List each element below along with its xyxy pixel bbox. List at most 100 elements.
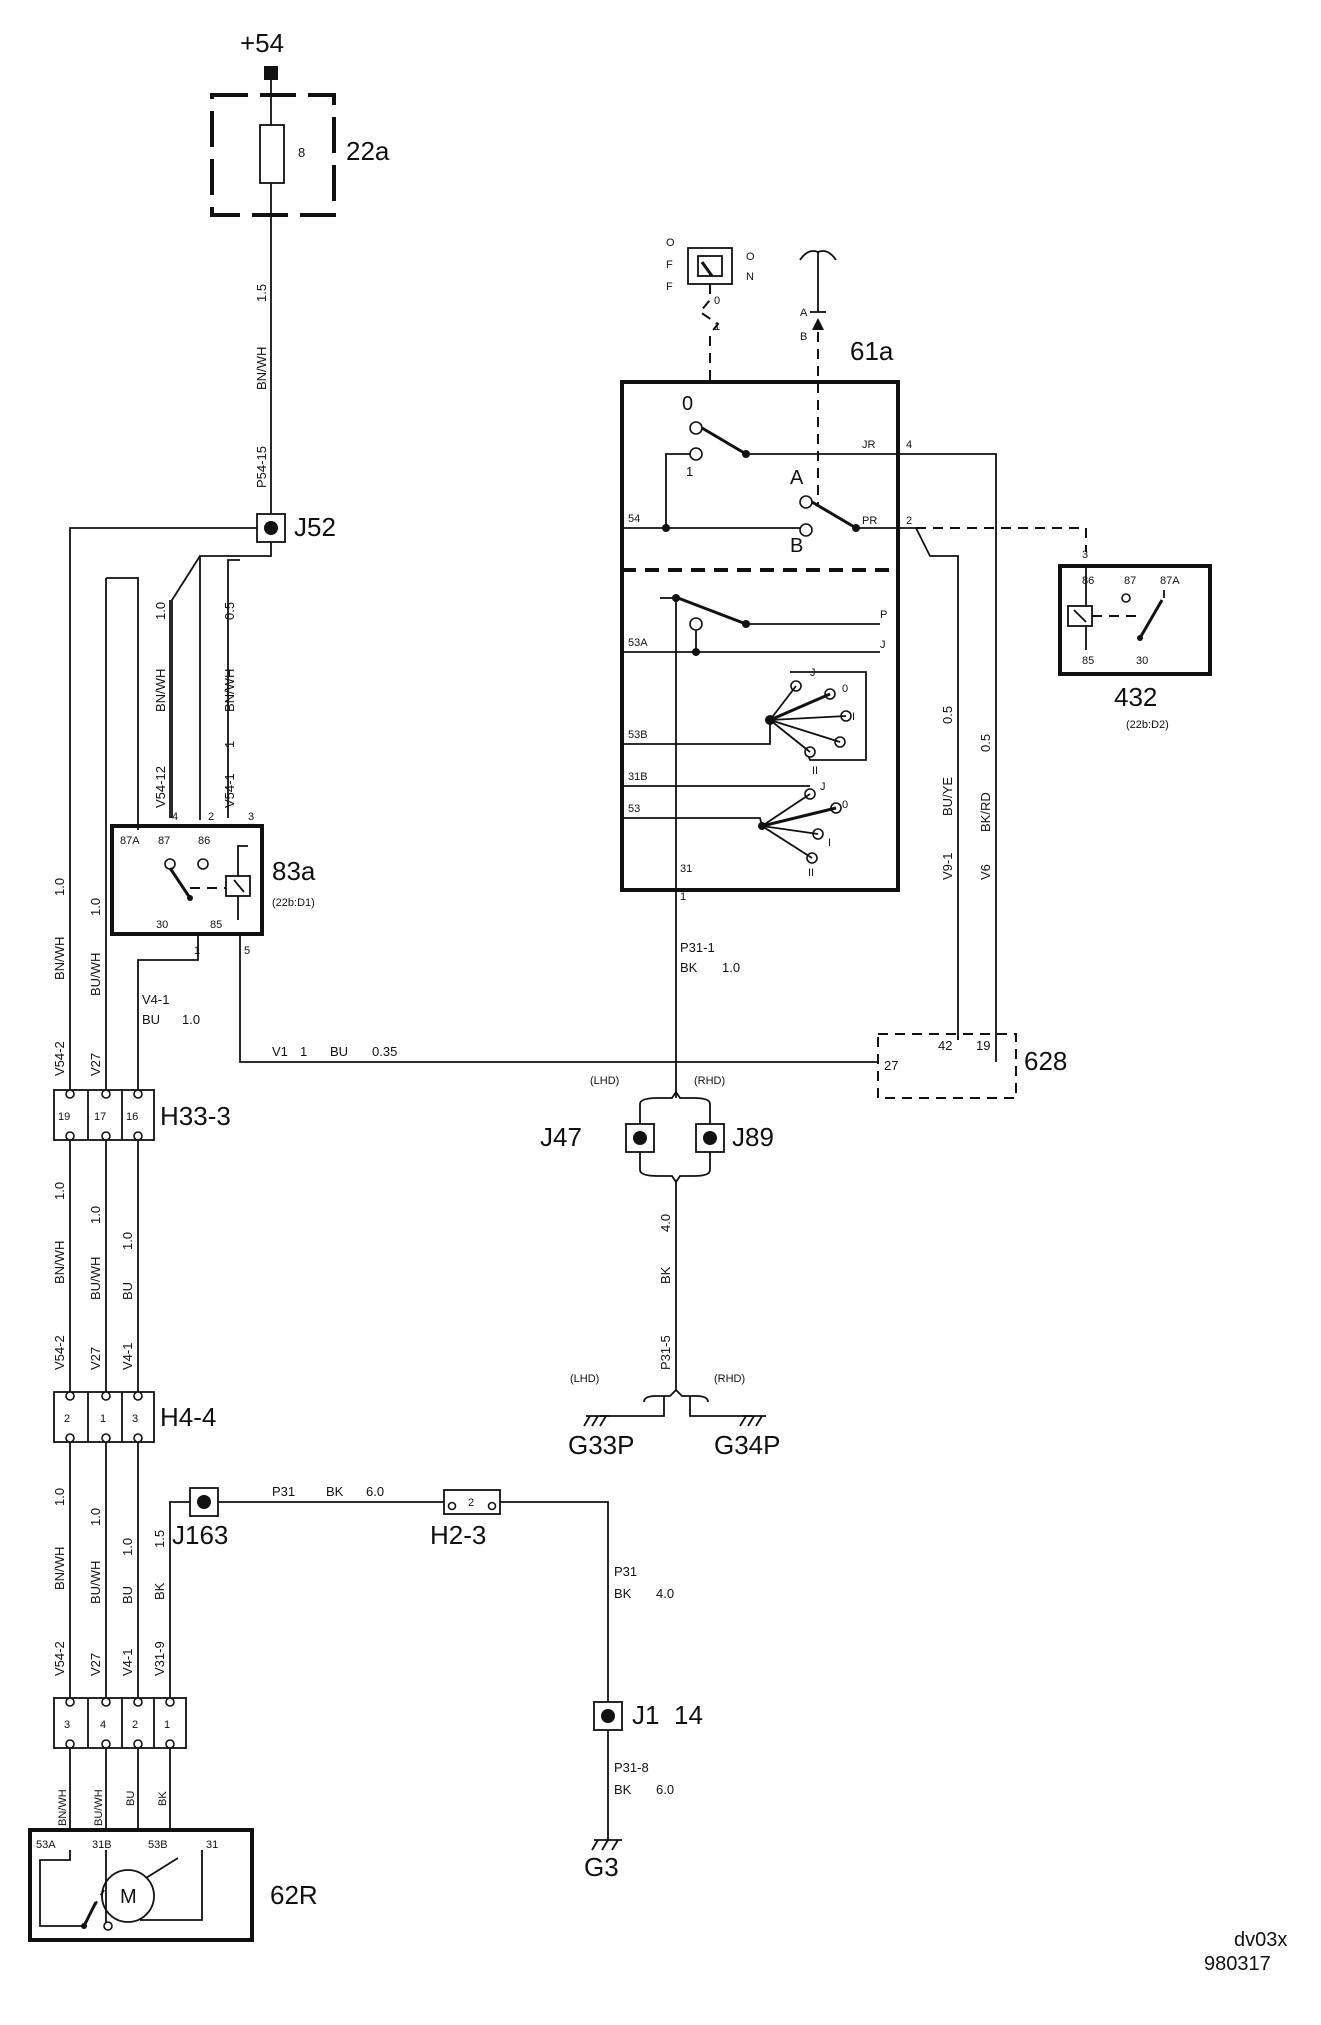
wire-p31-top-color: BK xyxy=(326,1484,344,1499)
connector-motor-4pin: 3 4 2 1 xyxy=(53,1697,187,1749)
wire-l2-id: V27 xyxy=(88,1653,103,1676)
antenna-icon: A B xyxy=(799,250,837,506)
off-f2: F xyxy=(666,281,673,293)
h4-pin-a: 2 xyxy=(64,1413,70,1425)
relay-83a-t1: 1 xyxy=(194,945,200,957)
module-628-p27: 27 xyxy=(884,1058,898,1073)
antenna-b: B xyxy=(800,331,807,343)
relay-432-label: 432 xyxy=(1114,682,1157,712)
sw-out4: 4 xyxy=(906,439,912,451)
sw-posB: B xyxy=(790,535,803,557)
wire-r4-color: BN/WH xyxy=(153,669,168,712)
motor-t31b: 31B xyxy=(92,1839,112,1851)
motor-conn-pin-c: 2 xyxy=(132,1719,138,1731)
wire-p311-color: BK xyxy=(680,960,698,975)
sw-ii-upper: II xyxy=(812,765,818,777)
splice-j1-num: 14 xyxy=(674,1700,703,1730)
wire-m3-id: V4-1 xyxy=(120,1343,135,1370)
wire-bot-c: BU xyxy=(125,1791,137,1806)
h33-pin-a: 19 xyxy=(58,1111,70,1123)
motor-conn-pin-b: 4 xyxy=(100,1719,106,1731)
wire-m1-size: 1.0 xyxy=(52,1182,67,1200)
wire-left-a-color: BN/WH xyxy=(52,937,67,980)
relay-432-t3: 3 xyxy=(1082,549,1088,561)
splice-j52: J52 xyxy=(256,512,336,543)
sw-i-lower: I xyxy=(828,837,831,849)
relay-432: 3 86 87 87A 85 30 432 (22b:D2) xyxy=(1058,549,1212,731)
sw-j-upper: J xyxy=(810,667,816,679)
sw-p31: 31 xyxy=(680,863,692,875)
relay-83a-label: 83a xyxy=(272,856,316,886)
relay-83a-87a: 87A xyxy=(120,835,140,847)
wire-left-a-size: 1.0 xyxy=(52,878,67,896)
supply-terminal xyxy=(264,66,278,80)
sw-0-lower: 0 xyxy=(842,799,848,811)
sw-0-upper: 0 xyxy=(842,683,848,695)
motor-symbol-label: M xyxy=(120,1886,137,1908)
relay-83a-86: 86 xyxy=(198,835,210,847)
wire-r4-size: 1.0 xyxy=(153,602,168,620)
wire-g-size: 4.0 xyxy=(658,1214,673,1232)
wire-p31-mid-size: 4.0 xyxy=(656,1586,674,1601)
splice-j89-label: J89 xyxy=(732,1122,774,1152)
wire-l1-size: 1.0 xyxy=(52,1488,67,1506)
wire-v91-size: 0.5 xyxy=(940,706,955,724)
wire-fuse-id: P54-15 xyxy=(254,446,269,488)
relay-83a-t4: 4 xyxy=(172,811,178,823)
lhd-bottom: (LHD) xyxy=(570,1373,599,1385)
wire-v1-num: 1 xyxy=(300,1044,307,1059)
motor-unit-label: 62R xyxy=(270,1880,318,1910)
wire-l2-size: 1.0 xyxy=(88,1508,103,1526)
wire-p31-top-id: P31 xyxy=(272,1484,295,1499)
module-628-p19: 19 xyxy=(976,1038,990,1053)
splice-j52-label: J52 xyxy=(294,512,336,542)
h4-label: H4-4 xyxy=(160,1402,216,1432)
sw-j-lower: J xyxy=(820,781,826,793)
wire-r2-color: BN/WH xyxy=(222,669,237,712)
relay-83a-t3: 3 xyxy=(248,811,254,823)
rhd-top: (RHD) xyxy=(694,1075,725,1087)
wire-l3-id: V4-1 xyxy=(120,1649,135,1676)
sw-jr: JR xyxy=(862,439,876,451)
sw-out2: 2 xyxy=(906,515,912,527)
wire-m1-id: V54-2 xyxy=(52,1335,67,1370)
module-628-p42: 42 xyxy=(938,1038,952,1053)
wire-fuse-size: 1.5 xyxy=(254,284,269,302)
wire-v41-color: BU xyxy=(142,1012,160,1027)
on-o: O xyxy=(746,251,755,263)
motor-t53b: 53B xyxy=(148,1839,168,1851)
relay-83a-87: 87 xyxy=(158,835,170,847)
h33-pin-c: 16 xyxy=(126,1111,138,1123)
supply-label: +54 xyxy=(240,28,284,58)
wire-m2-id: V27 xyxy=(88,1347,103,1370)
off-on-switch: O F F O N 0 1 xyxy=(666,237,755,386)
sw-pr: PR xyxy=(862,515,877,527)
wire-l1-color: BN/WH xyxy=(52,1547,67,1590)
ground-g3: G3 xyxy=(584,1839,622,1882)
wire-left-b-color: BU/WH xyxy=(88,953,103,996)
splice-j163-label: J163 xyxy=(172,1520,228,1550)
splice-j1-label: J1 xyxy=(632,1700,659,1730)
motor-t53a: 53A xyxy=(36,1839,56,1851)
splice-j47: J47 xyxy=(540,1122,655,1153)
relay-432-ref: (22b:D2) xyxy=(1126,719,1169,731)
module-628: 27 42 19 628 xyxy=(877,1033,1067,1099)
relay-432-85: 85 xyxy=(1082,655,1094,667)
wire-g-color: BK xyxy=(658,1266,673,1284)
wire-l4-color: BK xyxy=(152,1582,167,1600)
off-o: O xyxy=(666,237,675,249)
fuse-box-label: 22a xyxy=(346,136,390,166)
wire-r2-size: 0.5 xyxy=(222,602,237,620)
sw-p54: 54 xyxy=(628,513,640,525)
wire-v91-id: V9-1 xyxy=(940,853,955,880)
sw-p53a: 53A xyxy=(628,637,648,649)
wire-g-id: P31-5 xyxy=(658,1335,673,1370)
sw-j: J xyxy=(880,639,886,651)
off-on-zero: 0 xyxy=(714,295,720,307)
wire-p318-color: BK xyxy=(614,1782,632,1797)
connector-h2-3: 2 H2-3 xyxy=(430,1489,501,1550)
off-f1: F xyxy=(666,259,673,271)
h4-pin-b: 1 xyxy=(100,1413,106,1425)
relay-83a: 4 2 3 87A 87 86 30 85 83a (22b:D1) xyxy=(110,811,316,936)
